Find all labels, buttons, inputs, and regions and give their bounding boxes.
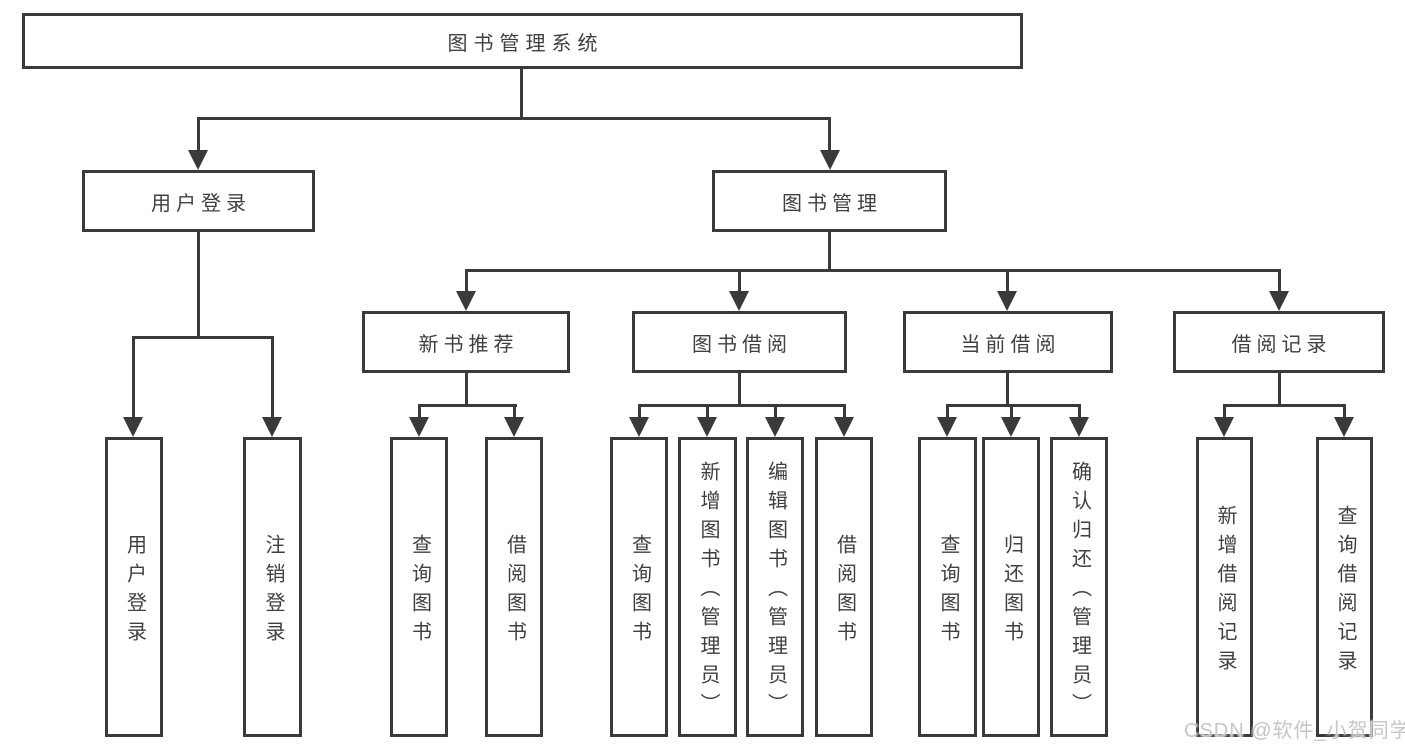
leaf-return-books-label: 归还图书 <box>1000 533 1023 650</box>
node-library-system-label: 图书管理系统 <box>447 32 604 55</box>
leaf-add-books-admin: 新增图书（管理员） <box>678 437 737 737</box>
arrow-down-icon <box>456 291 476 311</box>
arrow-down-icon <box>697 417 717 437</box>
arrow-down-icon <box>188 150 208 170</box>
connector-line <box>774 404 777 417</box>
arrow-down-icon <box>1069 417 1089 437</box>
connector-line <box>1223 404 1226 417</box>
arrow-down-icon <box>729 291 749 311</box>
connector-line <box>418 404 421 417</box>
arrow-down-icon <box>262 417 282 437</box>
connector-line <box>1278 269 1281 291</box>
leaf-borrow-books-label: 借阅图书 <box>833 533 856 650</box>
leaf-borrow-books-recommend: 借阅图书 <box>485 437 543 737</box>
leaf-confirm-return-admin: 确认归还（管理员） <box>1050 437 1108 737</box>
node-user-login-label: 用户登录 <box>151 192 251 215</box>
connector-line <box>1010 404 1013 417</box>
node-book-management: 图书管理 <box>712 170 947 232</box>
leaf-query-books-borrowing-label: 查询图书 <box>628 533 651 650</box>
connector-line <box>271 336 274 417</box>
arrow-down-icon <box>765 417 785 437</box>
connector-line <box>738 269 741 291</box>
leaf-query-books-borrowing: 查询图书 <box>610 437 668 737</box>
leaf-return-books: 归还图书 <box>982 437 1040 737</box>
connector-line <box>465 269 1281 272</box>
node-book-borrowing: 图书借阅 <box>632 311 847 373</box>
leaf-add-borrow-record: 新增借阅记录 <box>1196 437 1253 737</box>
arrow-down-icon <box>820 150 840 170</box>
leaf-edit-books-admin-label: 编辑图书（管理员） <box>764 461 787 722</box>
arrow-down-icon <box>409 417 429 437</box>
leaf-user-login: 用户登录 <box>105 437 163 737</box>
leaf-query-books-recommend: 查询图书 <box>390 437 448 737</box>
node-new-book-recommend: 新书推荐 <box>362 311 570 373</box>
node-borrowing-records: 借阅记录 <box>1173 311 1385 373</box>
connector-line <box>1078 404 1081 417</box>
node-library-system: 图书管理系统 <box>22 13 1023 69</box>
leaf-user-login-label: 用户登录 <box>123 533 146 650</box>
connector-line <box>843 404 846 417</box>
arrow-down-icon <box>1001 417 1021 437</box>
connector-line <box>197 117 831 120</box>
connector-line <box>197 117 200 150</box>
connector-line <box>418 404 517 407</box>
connector-line <box>638 404 641 417</box>
connector-line <box>520 69 523 117</box>
connector-line <box>197 232 200 339</box>
arrow-down-icon <box>1334 417 1354 437</box>
connector-line <box>738 373 741 407</box>
arrow-down-icon <box>1214 417 1234 437</box>
leaf-borrow-books-recommend-label: 借阅图书 <box>503 533 526 650</box>
leaf-query-borrow-record-label: 查询借阅记录 <box>1334 504 1356 679</box>
connector-line <box>513 404 516 417</box>
leaf-query-books-current: 查询图书 <box>918 437 977 737</box>
node-borrowing-records-label: 借阅记录 <box>1231 333 1332 356</box>
arrow-down-icon <box>1269 291 1289 311</box>
watermark: CSDN @软件_小贺同学 <box>1184 720 1405 742</box>
arrow-down-icon <box>937 417 957 437</box>
connector-line <box>132 336 274 339</box>
connector-line <box>1343 404 1346 417</box>
node-book-borrowing-label: 图书借阅 <box>692 333 792 356</box>
arrow-down-icon <box>629 417 649 437</box>
connector-line <box>1278 373 1281 407</box>
node-current-borrowing-label: 当前借阅 <box>960 333 1061 356</box>
connector-line <box>828 232 831 272</box>
arrow-down-icon <box>504 417 524 437</box>
connector-line <box>1006 373 1009 407</box>
leaf-edit-books-admin: 编辑图书（管理员） <box>746 437 804 737</box>
arrow-down-icon <box>997 291 1017 311</box>
connector-line <box>946 404 949 417</box>
node-current-borrowing: 当前借阅 <box>903 311 1113 373</box>
leaf-add-books-admin-label: 新增图书（管理员） <box>697 461 719 722</box>
connector-line <box>465 269 468 291</box>
leaf-borrow-books: 借阅图书 <box>815 437 873 737</box>
connector-line <box>828 117 831 150</box>
connector-line <box>1223 404 1346 407</box>
connector-line <box>638 404 846 407</box>
connector-line <box>1006 269 1009 291</box>
leaf-query-books-recommend-label: 查询图书 <box>408 533 431 650</box>
leaf-query-books-current-label: 查询图书 <box>937 533 959 650</box>
node-user-login: 用户登录 <box>82 170 315 232</box>
leaf-add-borrow-record-label: 新增借阅记录 <box>1214 504 1236 679</box>
leaf-query-borrow-record: 查询借阅记录 <box>1316 437 1373 737</box>
leaf-logout: 注销登录 <box>243 437 302 737</box>
connector-line <box>465 373 468 407</box>
leaf-logout-label: 注销登录 <box>262 533 284 650</box>
node-new-book-recommend-label: 新书推荐 <box>418 333 519 356</box>
arrow-down-icon <box>834 417 854 437</box>
arrow-down-icon <box>123 417 143 437</box>
node-book-management-label: 图书管理 <box>782 192 882 215</box>
connector-line <box>946 404 1081 407</box>
connector-line <box>706 404 709 417</box>
leaf-confirm-return-admin-label: 确认归还（管理员） <box>1068 461 1091 722</box>
connector-line <box>132 336 135 417</box>
